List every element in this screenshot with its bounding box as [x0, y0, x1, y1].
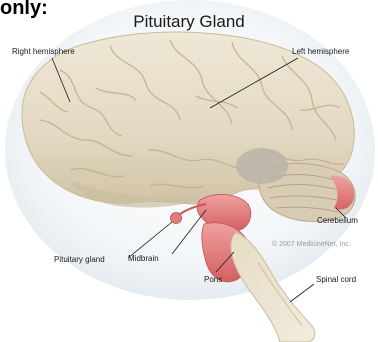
label-right-hemisphere: Right hemisphere — [12, 47, 75, 56]
cropped-heading: only: — [0, 0, 48, 19]
label-pons: Pons — [204, 275, 222, 284]
label-pituitary-gland: Pituitary gland — [54, 255, 105, 264]
label-spinal-cord: Spinal cord — [316, 275, 356, 284]
label-cerebellum: Cerebellum — [317, 216, 358, 225]
thalamus-region — [236, 148, 288, 184]
copyright-notice: © 2007 MedicineNet, Inc. — [272, 240, 351, 248]
diagram-title: Pituitary Gland — [133, 12, 245, 31]
label-midbrain: Midbrain — [128, 254, 159, 263]
label-left-hemisphere: Left hemisphere — [292, 47, 350, 56]
